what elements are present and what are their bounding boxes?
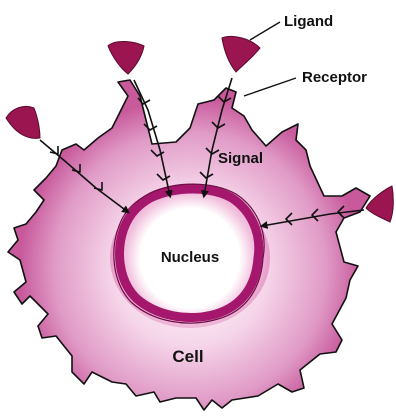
signal-label: Signal [218,150,263,167]
ligand-leader-line [250,22,280,40]
nucleus-label: Nucleus [161,249,219,266]
receptor-label: Receptor [302,69,367,86]
ligand-label: Ligand [284,13,333,30]
ligand-4 [366,186,393,222]
receptor-leader-line [244,78,296,96]
ligand-2 [222,36,260,72]
cell-label: Cell [172,347,203,366]
ligand-3 [6,106,40,138]
ligand-1 [108,42,144,75]
